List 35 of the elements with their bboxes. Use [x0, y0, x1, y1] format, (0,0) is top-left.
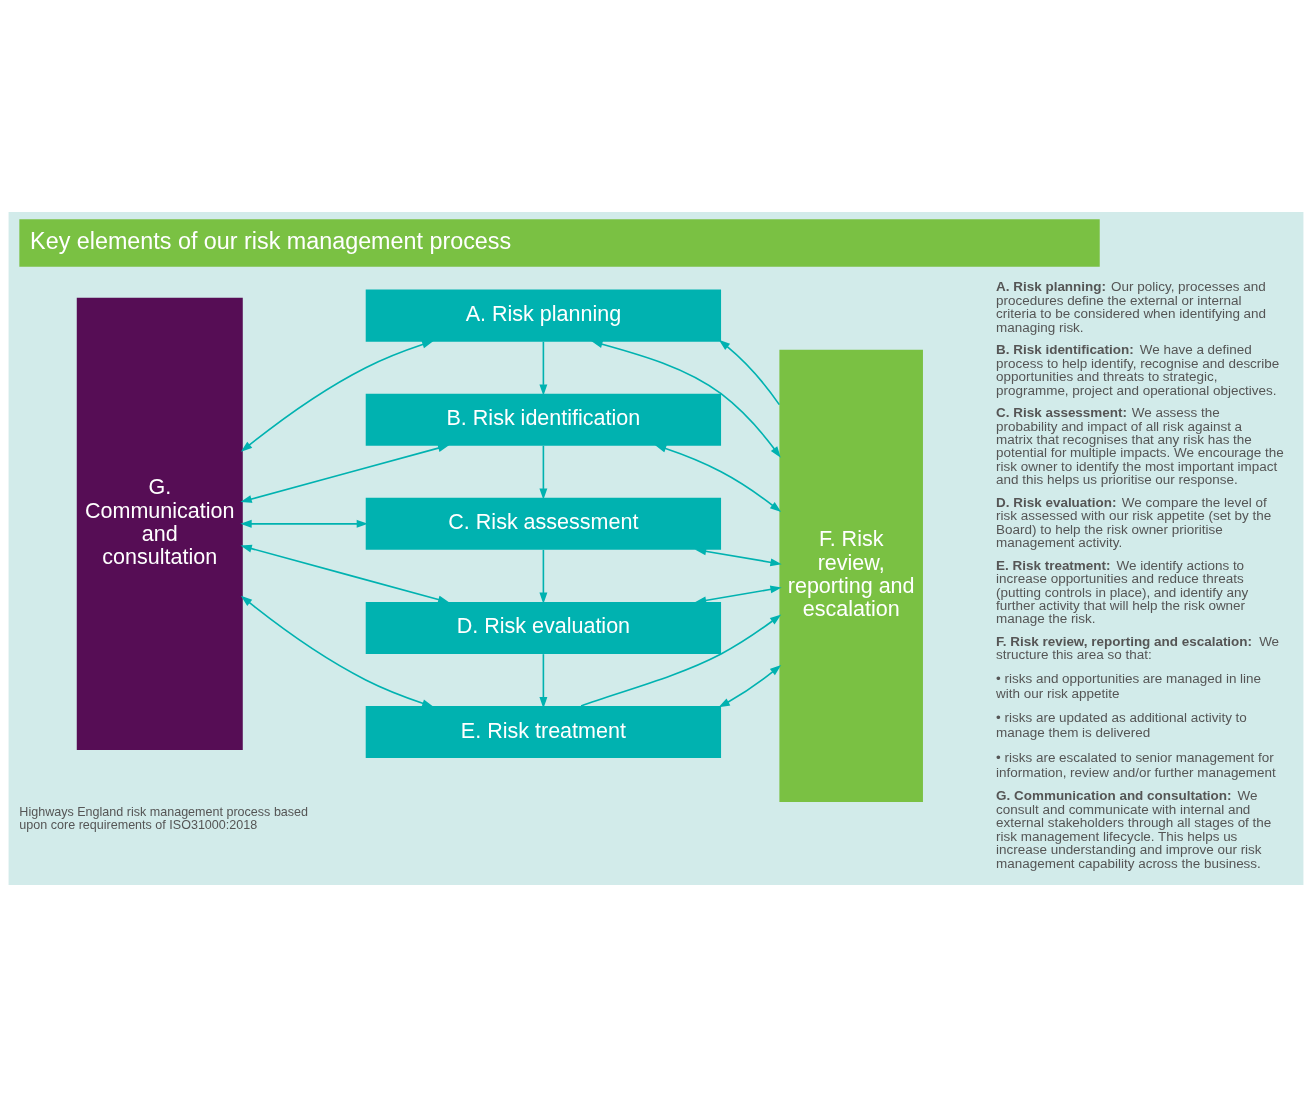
arrow: [240, 443, 450, 503]
label: D. Risk evaluation: We compare the level of risk assessed with our risk appetite (set by the Board) to help the risk owner prioritise management activity.: [996, 494, 1272, 550]
arrow: [539, 652, 548, 708]
arrow: [591, 339, 781, 458]
arrow: [539, 340, 548, 396]
arrow: [240, 595, 434, 707]
node-box: D. Risk evaluation: [365, 601, 722, 654]
label: A. Risk planning: Our policy, processes and procedures define the external or internal criteria to be considered when identifying and managing risk.: [996, 278, 1267, 335]
arrow: [240, 340, 434, 452]
node-box: C. Risk assessment: [365, 497, 722, 550]
label: • risks are escalated to senior management for information, review and/or further management: [996, 749, 1276, 780]
arrow: [240, 544, 450, 603]
node-box: F. Risk review, reporting and escalation: [779, 349, 923, 802]
node-box: G. Communication and consultation: [76, 297, 243, 750]
arrow: [718, 664, 782, 707]
label: C. Risk assessment: We assess the probability and impact of all risk against a matrix that recognises that any risk has the potential for multiple impacts. We encourage the risk owner to identify the most important impact and this helps us prioritise our response.: [996, 404, 1284, 487]
caption: Highways England risk management process based upon core requirements of ISO31000:2018: [19, 804, 309, 832]
arrow: [694, 585, 782, 604]
node-box: E. Risk treatment: [365, 705, 722, 758]
label: G. Communication and consultation: We consult and communicate with internal and external stakeholders through all stages of the risk management lifecycle. This helps us increase understanding and improve our risk management capability across the business.: [996, 787, 1272, 870]
arrow: [580, 614, 782, 707]
arrow: [539, 548, 548, 604]
node-box: B. Risk identification: [365, 393, 722, 446]
arrow: [694, 546, 782, 566]
label: • risks are updated as additional activity to manage them is delivered: [996, 709, 1247, 740]
label: B. Risk identification: We have a defined process to help identify, recognise and describe opportunities and threats to strategic, programme, project and operational objectives.: [996, 341, 1280, 398]
arrow: [240, 519, 369, 528]
node-box: A. Risk planning: [365, 289, 722, 342]
arrow: [654, 444, 782, 512]
label: F. Risk review, reporting and escalation: We structure this area so that:: [996, 633, 1280, 662]
diagram-title: Key elements of our risk management process: [30, 227, 512, 254]
arrow: [539, 444, 548, 500]
arrow: [718, 339, 781, 405]
label: • risks and opportunities are managed in line with our risk appetite: [996, 670, 1262, 701]
label: E. Risk treatment: We identify actions to increase opportunities and reduce threats (putting controls in place), and identify any further activity that will help the risk owner manage the risk.: [996, 557, 1249, 626]
